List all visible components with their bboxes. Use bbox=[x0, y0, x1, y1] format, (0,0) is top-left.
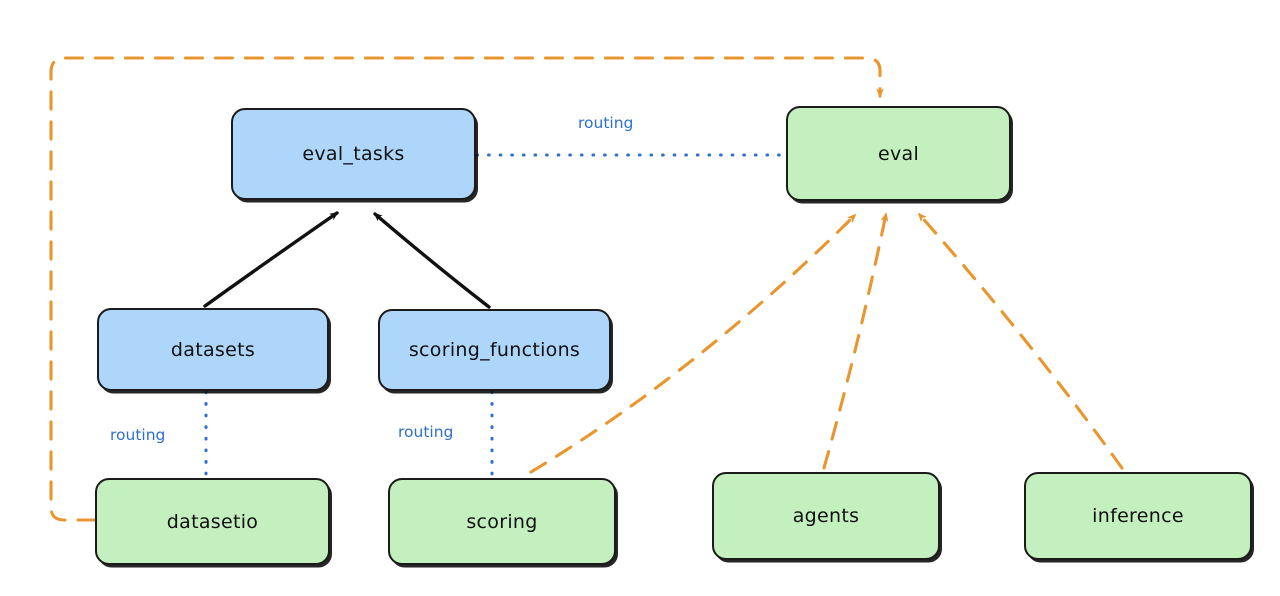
node-label-scoring-functions: scoring_functions bbox=[408, 339, 581, 361]
node-label-datasetio: datasetio bbox=[166, 510, 259, 533]
edge-datasetio-eval bbox=[49, 56, 884, 522]
edge-scoring_functions-eval_tasks bbox=[373, 212, 491, 309]
node-label-inference: inference bbox=[1092, 505, 1184, 527]
node-scoring-functions[interactable]: scoring_functions bbox=[378, 309, 611, 391]
node-label-agents: agents bbox=[792, 505, 860, 527]
node-datasets[interactable]: datasets bbox=[97, 308, 329, 391]
node-inference[interactable]: inference bbox=[1024, 472, 1252, 560]
node-label-eval-tasks: eval_tasks bbox=[302, 143, 405, 165]
node-eval-tasks[interactable]: eval_tasks bbox=[231, 108, 476, 200]
node-eval[interactable]: eval bbox=[786, 106, 1011, 201]
node-scoring[interactable]: scoring bbox=[388, 478, 616, 565]
node-agents[interactable]: agents bbox=[712, 472, 940, 560]
node-datasetio[interactable]: datasetio bbox=[95, 478, 330, 565]
edge-agents-eval bbox=[822, 212, 889, 470]
node-label-scoring: scoring bbox=[466, 510, 538, 533]
node-label-datasets: datasets bbox=[170, 338, 256, 361]
node-label-eval: eval bbox=[877, 142, 920, 165]
edge-inference-eval bbox=[917, 212, 1124, 470]
edge-datasets-eval_tasks bbox=[203, 211, 339, 308]
